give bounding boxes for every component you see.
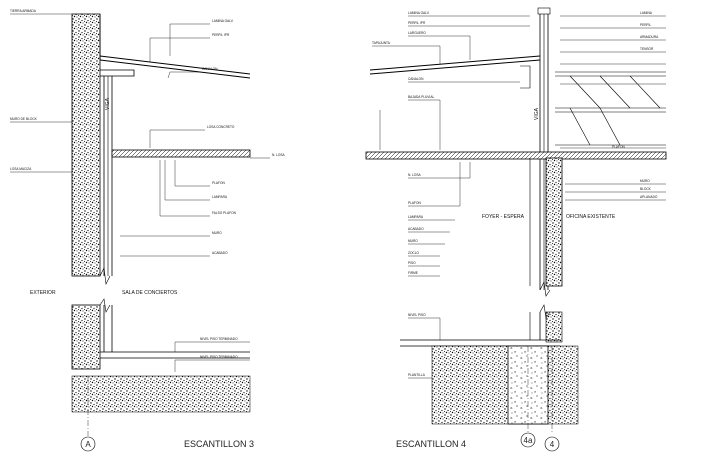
svg-text:LAMPARA: LAMPARA <box>408 215 424 219</box>
sala-label: SALA DE CONCIERTOS <box>122 290 178 296</box>
svg-text:CANALON: CANALON <box>408 77 424 81</box>
escantillon-4: VIGA FOYER - ESPERA OFICINA EXISTENTE <box>365 7 667 452</box>
svg-text:LAMINA GALV.: LAMINA GALV. <box>212 19 234 23</box>
svg-text:ARMADURA: ARMADURA <box>640 35 659 39</box>
roof-truss <box>555 71 666 146</box>
svg-text:N. LOSA: N. LOSA <box>408 173 421 177</box>
svg-text:PISO: PISO <box>408 261 416 265</box>
svg-text:FALSO PLAFON: FALSO PLAFON <box>212 211 237 215</box>
svg-text:PERFIL IPR: PERFIL IPR <box>408 21 426 25</box>
floor-slab-left <box>111 149 251 158</box>
escantillon-3: VIGA TIERRA ARMADA MURO DE BLOCK <box>10 9 285 452</box>
svg-text:LOSA CONCRETO: LOSA CONCRETO <box>207 125 235 129</box>
grid-marker-4a-text: 4a <box>524 436 533 445</box>
nivel-bottom-label: NIVEL PISO TERMINADO <box>200 355 238 359</box>
svg-text:LOSA MACIZA: LOSA MACIZA <box>10 167 32 171</box>
viga-label-right: VIGA <box>534 107 540 120</box>
svg-text:CANALON: CANALON <box>202 67 218 71</box>
svg-text:BAJADA PLUVIAL: BAJADA PLUVIAL <box>408 95 434 99</box>
grid-marker-4-text: 4 <box>550 440 555 449</box>
svg-text:PERFIL: PERFIL <box>640 23 651 27</box>
ground-left <box>71 375 251 413</box>
svg-text:LAMINA: LAMINA <box>640 11 653 15</box>
exterior-label: EXTERIOR <box>30 290 56 296</box>
svg-text:TIERRA ARMADA: TIERRA ARMADA <box>10 9 37 13</box>
nivel-top-label: NIVEL PISO TERMINADO <box>200 337 238 341</box>
escantillon-4-title: ESCANTILLON 4 <box>396 439 466 449</box>
ground-right <box>431 345 579 425</box>
grid-marker-4a <box>520 432 536 448</box>
foyer-label: FOYER - ESPERA <box>482 214 525 220</box>
svg-text:NIVEL PISO: NIVEL PISO <box>408 313 426 317</box>
svg-text:LAMINA GALV.: LAMINA GALV. <box>408 11 430 15</box>
svg-text:ZOCLO: ZOCLO <box>408 251 420 255</box>
svg-text:LAMPARA: LAMPARA <box>212 195 228 199</box>
svg-text:ACABADO: ACABADO <box>212 251 228 255</box>
masonry-wall-left <box>71 13 101 277</box>
grid-marker-4 <box>544 436 560 452</box>
svg-text:MURO: MURO <box>408 239 418 243</box>
grid-marker-a <box>80 436 96 452</box>
svg-text:MURO DE BLOCK: MURO DE BLOCK <box>10 117 38 121</box>
svg-text:TENSOR: TENSOR <box>640 47 654 51</box>
svg-text:N. LOSA: N. LOSA <box>272 153 285 157</box>
svg-text:PLAFON: PLAFON <box>408 201 421 205</box>
floor-slab-right <box>365 151 667 160</box>
svg-text:FIRME: FIRME <box>408 271 418 275</box>
grid-marker-a-text: A <box>85 440 91 449</box>
svg-text:PLAFON: PLAFON <box>612 145 625 149</box>
svg-text:BLOCK: BLOCK <box>640 187 652 191</box>
annotation-labels-left: TIERRA ARMADA MURO DE BLOCK LOSA MACIZA … <box>10 9 285 255</box>
escantillon-3-title: ESCANTILLON 3 <box>184 439 254 449</box>
viga-label-left: VIGA <box>105 97 111 110</box>
oficina-label: OFICINA EXISTENTE <box>566 214 616 220</box>
svg-text:MURO: MURO <box>640 179 650 183</box>
svg-text:PLANTILLA: PLANTILLA <box>408 373 426 377</box>
annotation-labels-right: LAMINA GALV. PERFIL IPR LARGUERO TAPAJUN… <box>372 11 659 275</box>
svg-text:PERFIL IPR: PERFIL IPR <box>212 33 230 37</box>
svg-text:LARGUERO: LARGUERO <box>408 31 426 35</box>
svg-text:APLANADO: APLANADO <box>640 195 658 199</box>
svg-text:MURO: MURO <box>212 231 222 235</box>
svg-text:PLAFON: PLAFON <box>212 181 225 185</box>
masonry-wall-left-lower <box>71 304 101 370</box>
svg-text:TAPAJUNTA: TAPAJUNTA <box>372 41 391 45</box>
svg-text:ACABADO: ACABADO <box>408 227 424 231</box>
masonry-wall-right <box>545 157 563 287</box>
